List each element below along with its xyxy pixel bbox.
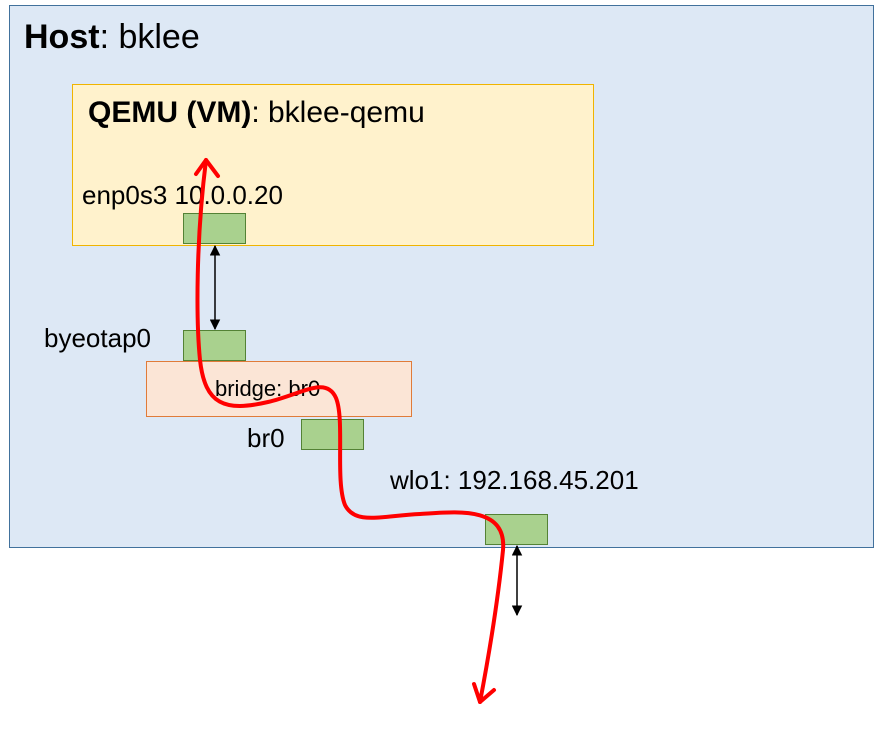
host-title-name: : bklee	[99, 18, 200, 56]
vm-nic-port	[183, 213, 246, 244]
host-title: Host: bklee	[24, 20, 200, 54]
packet-path-arrowhead-bottom	[472, 682, 496, 704]
vm-title-bold: QEMU (VM)	[88, 96, 252, 129]
bridge-port-label: br0	[247, 423, 285, 453]
vm-title-name: : bklee-qemu	[251, 96, 425, 129]
physical-nic-port	[485, 514, 548, 545]
host-title-bold: Host	[24, 18, 100, 56]
tap-label: byeotap0	[44, 323, 151, 353]
physical-interface-label: wlo1: 192.168.45.201	[390, 465, 639, 495]
bridge-port	[301, 419, 364, 450]
vm-title: QEMU (VM): bklee-qemu	[88, 98, 425, 128]
tap-port	[183, 330, 246, 361]
vm-interface-label: enp0s3 10.0.0.20	[82, 180, 283, 210]
bridge-label: bridge: br0	[215, 376, 321, 401]
